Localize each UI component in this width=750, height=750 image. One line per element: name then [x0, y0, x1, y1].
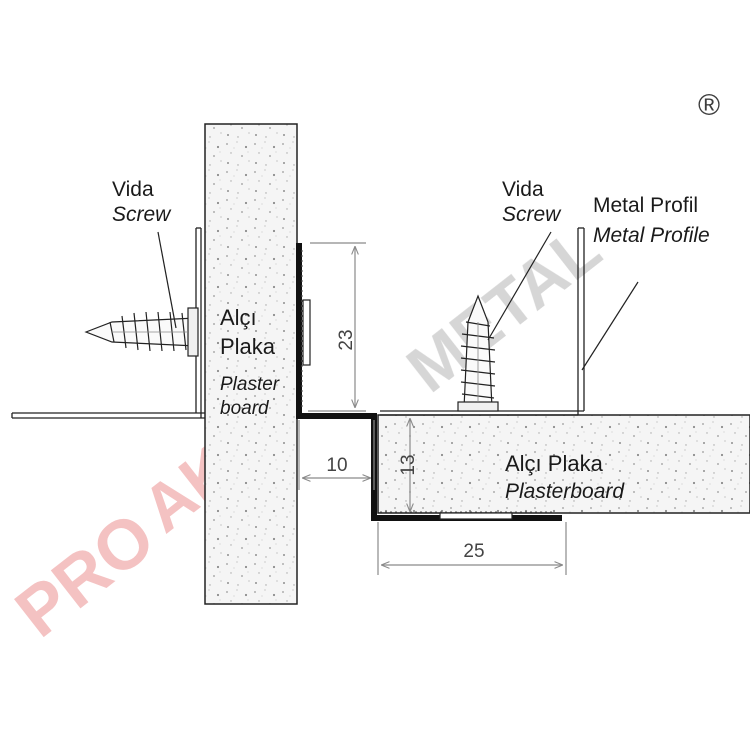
watermark: PRO AKS METAL ® — [1, 89, 720, 652]
right-screw — [457, 294, 499, 412]
dimension-10 — [298, 420, 375, 490]
label-right-screw-en: Screw — [502, 203, 562, 226]
label-profile-en: Metal Profile — [593, 224, 710, 247]
left-plasterboard — [204, 123, 298, 605]
label-left-screw-tr: Vida — [112, 178, 154, 201]
dimension-23-label: 23 — [336, 329, 357, 350]
label-right-screw-tr: Vida — [502, 178, 544, 201]
label-right-board-tr: Alçı Plaka — [505, 451, 604, 476]
label-left-board-tr-1: Alçı — [220, 305, 257, 330]
dimension-25 — [377, 522, 567, 575]
label-left-board-tr-2: Plaka — [220, 334, 276, 359]
watermark-text-gray: METAL — [393, 211, 614, 406]
registered-mark: ® — [698, 89, 720, 122]
watermark-text-red: PRO — [1, 497, 169, 652]
label-left-board-en-2: board — [220, 398, 270, 419]
right-plasterboard — [377, 414, 750, 514]
dimension-25-label: 25 — [463, 541, 484, 562]
leader-left-screw — [157, 231, 177, 329]
dimension-23 — [308, 242, 366, 412]
leader-profile — [581, 281, 639, 371]
z-profile — [296, 243, 562, 521]
dimension-10-label: 10 — [326, 455, 347, 476]
dimension-13-label: 13 — [398, 454, 419, 475]
label-right-board-en: Plasterboard — [505, 480, 625, 503]
left-metal-channel — [11, 227, 205, 419]
label-left-screw-en: Screw — [112, 203, 172, 226]
label-profile-tr: Metal Profil — [593, 194, 698, 217]
label-left-board-en-1: Plaster — [220, 374, 280, 395]
left-screw — [84, 307, 199, 357]
leader-right-screw — [487, 231, 552, 341]
